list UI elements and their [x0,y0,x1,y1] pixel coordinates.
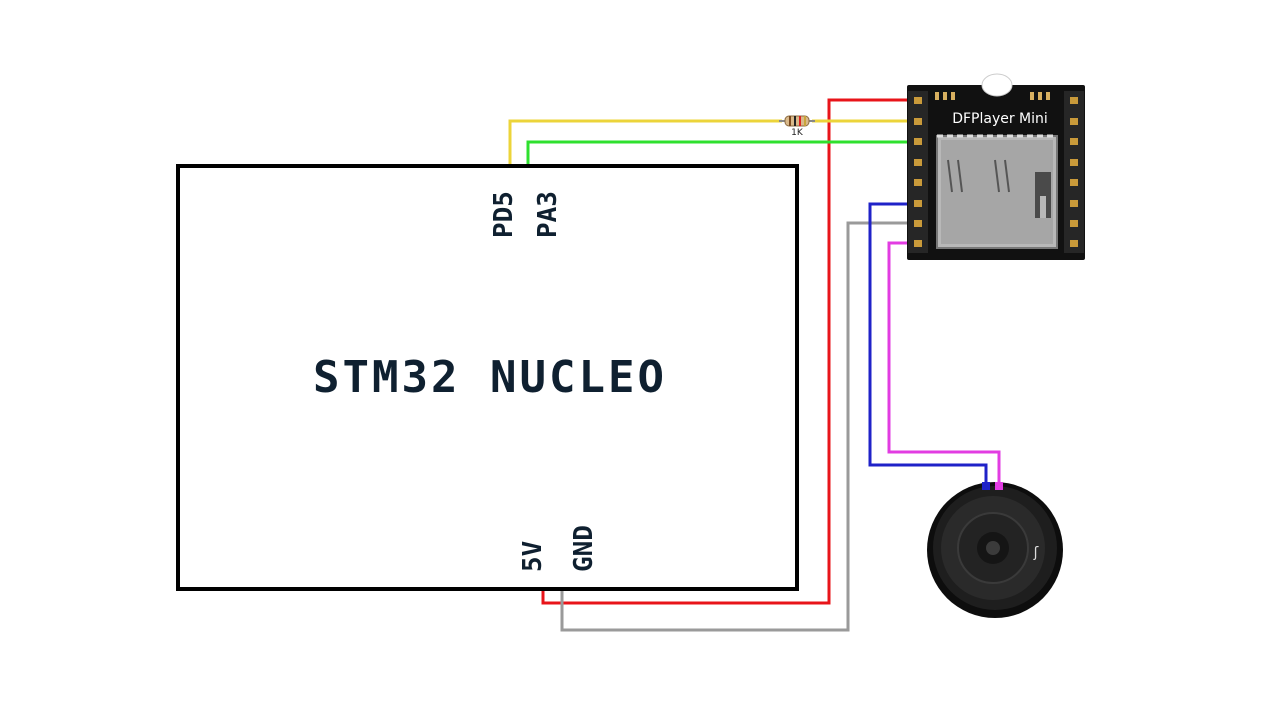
dfplayer-title: DFPlayer Mini [952,111,1048,127]
wires [508,98,1001,632]
speaker: ʃ [927,482,1063,618]
stm32-board: STM32 NUCLEO PD5 PA3 5V GND [176,164,799,591]
pin-label-5v: 5V [518,541,548,572]
wire-pa3-green [526,140,912,166]
speaker-glyph: ʃ [1033,545,1039,561]
resistor-label: 1K [791,128,804,138]
wire-5v-red [541,98,912,605]
dfplayer-led [981,73,1013,97]
wire-speaker-magenta [887,241,1001,490]
dfplayer-module: DFPlayer Mini [907,73,1085,260]
pin-label-pd5: PD5 [489,191,519,238]
board-outline [176,164,799,591]
wire-speaker-blue [868,202,988,490]
dfplayer-left-header [908,91,928,253]
wire-pd5-yellow [508,119,782,166]
pin-label-pa3: PA3 [533,191,563,238]
board-title: STM32 NUCLEO [313,352,667,403]
pin-label-gnd: GND [569,525,599,572]
resistor: 1K [779,115,815,138]
dfplayer-right-header [1064,91,1084,253]
